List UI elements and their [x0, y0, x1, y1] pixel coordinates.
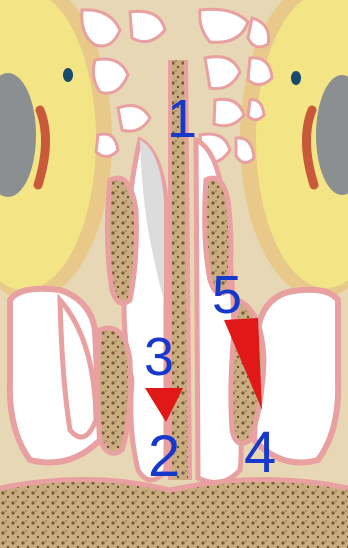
palate-bone [0, 479, 348, 548]
label-4: 4 [244, 424, 276, 482]
label-5: 5 [212, 268, 242, 322]
label-1: 1 [167, 92, 197, 146]
left-maxillary-sinus [10, 289, 100, 463]
label-3: 3 [144, 330, 174, 384]
label-2: 2 [148, 428, 180, 486]
